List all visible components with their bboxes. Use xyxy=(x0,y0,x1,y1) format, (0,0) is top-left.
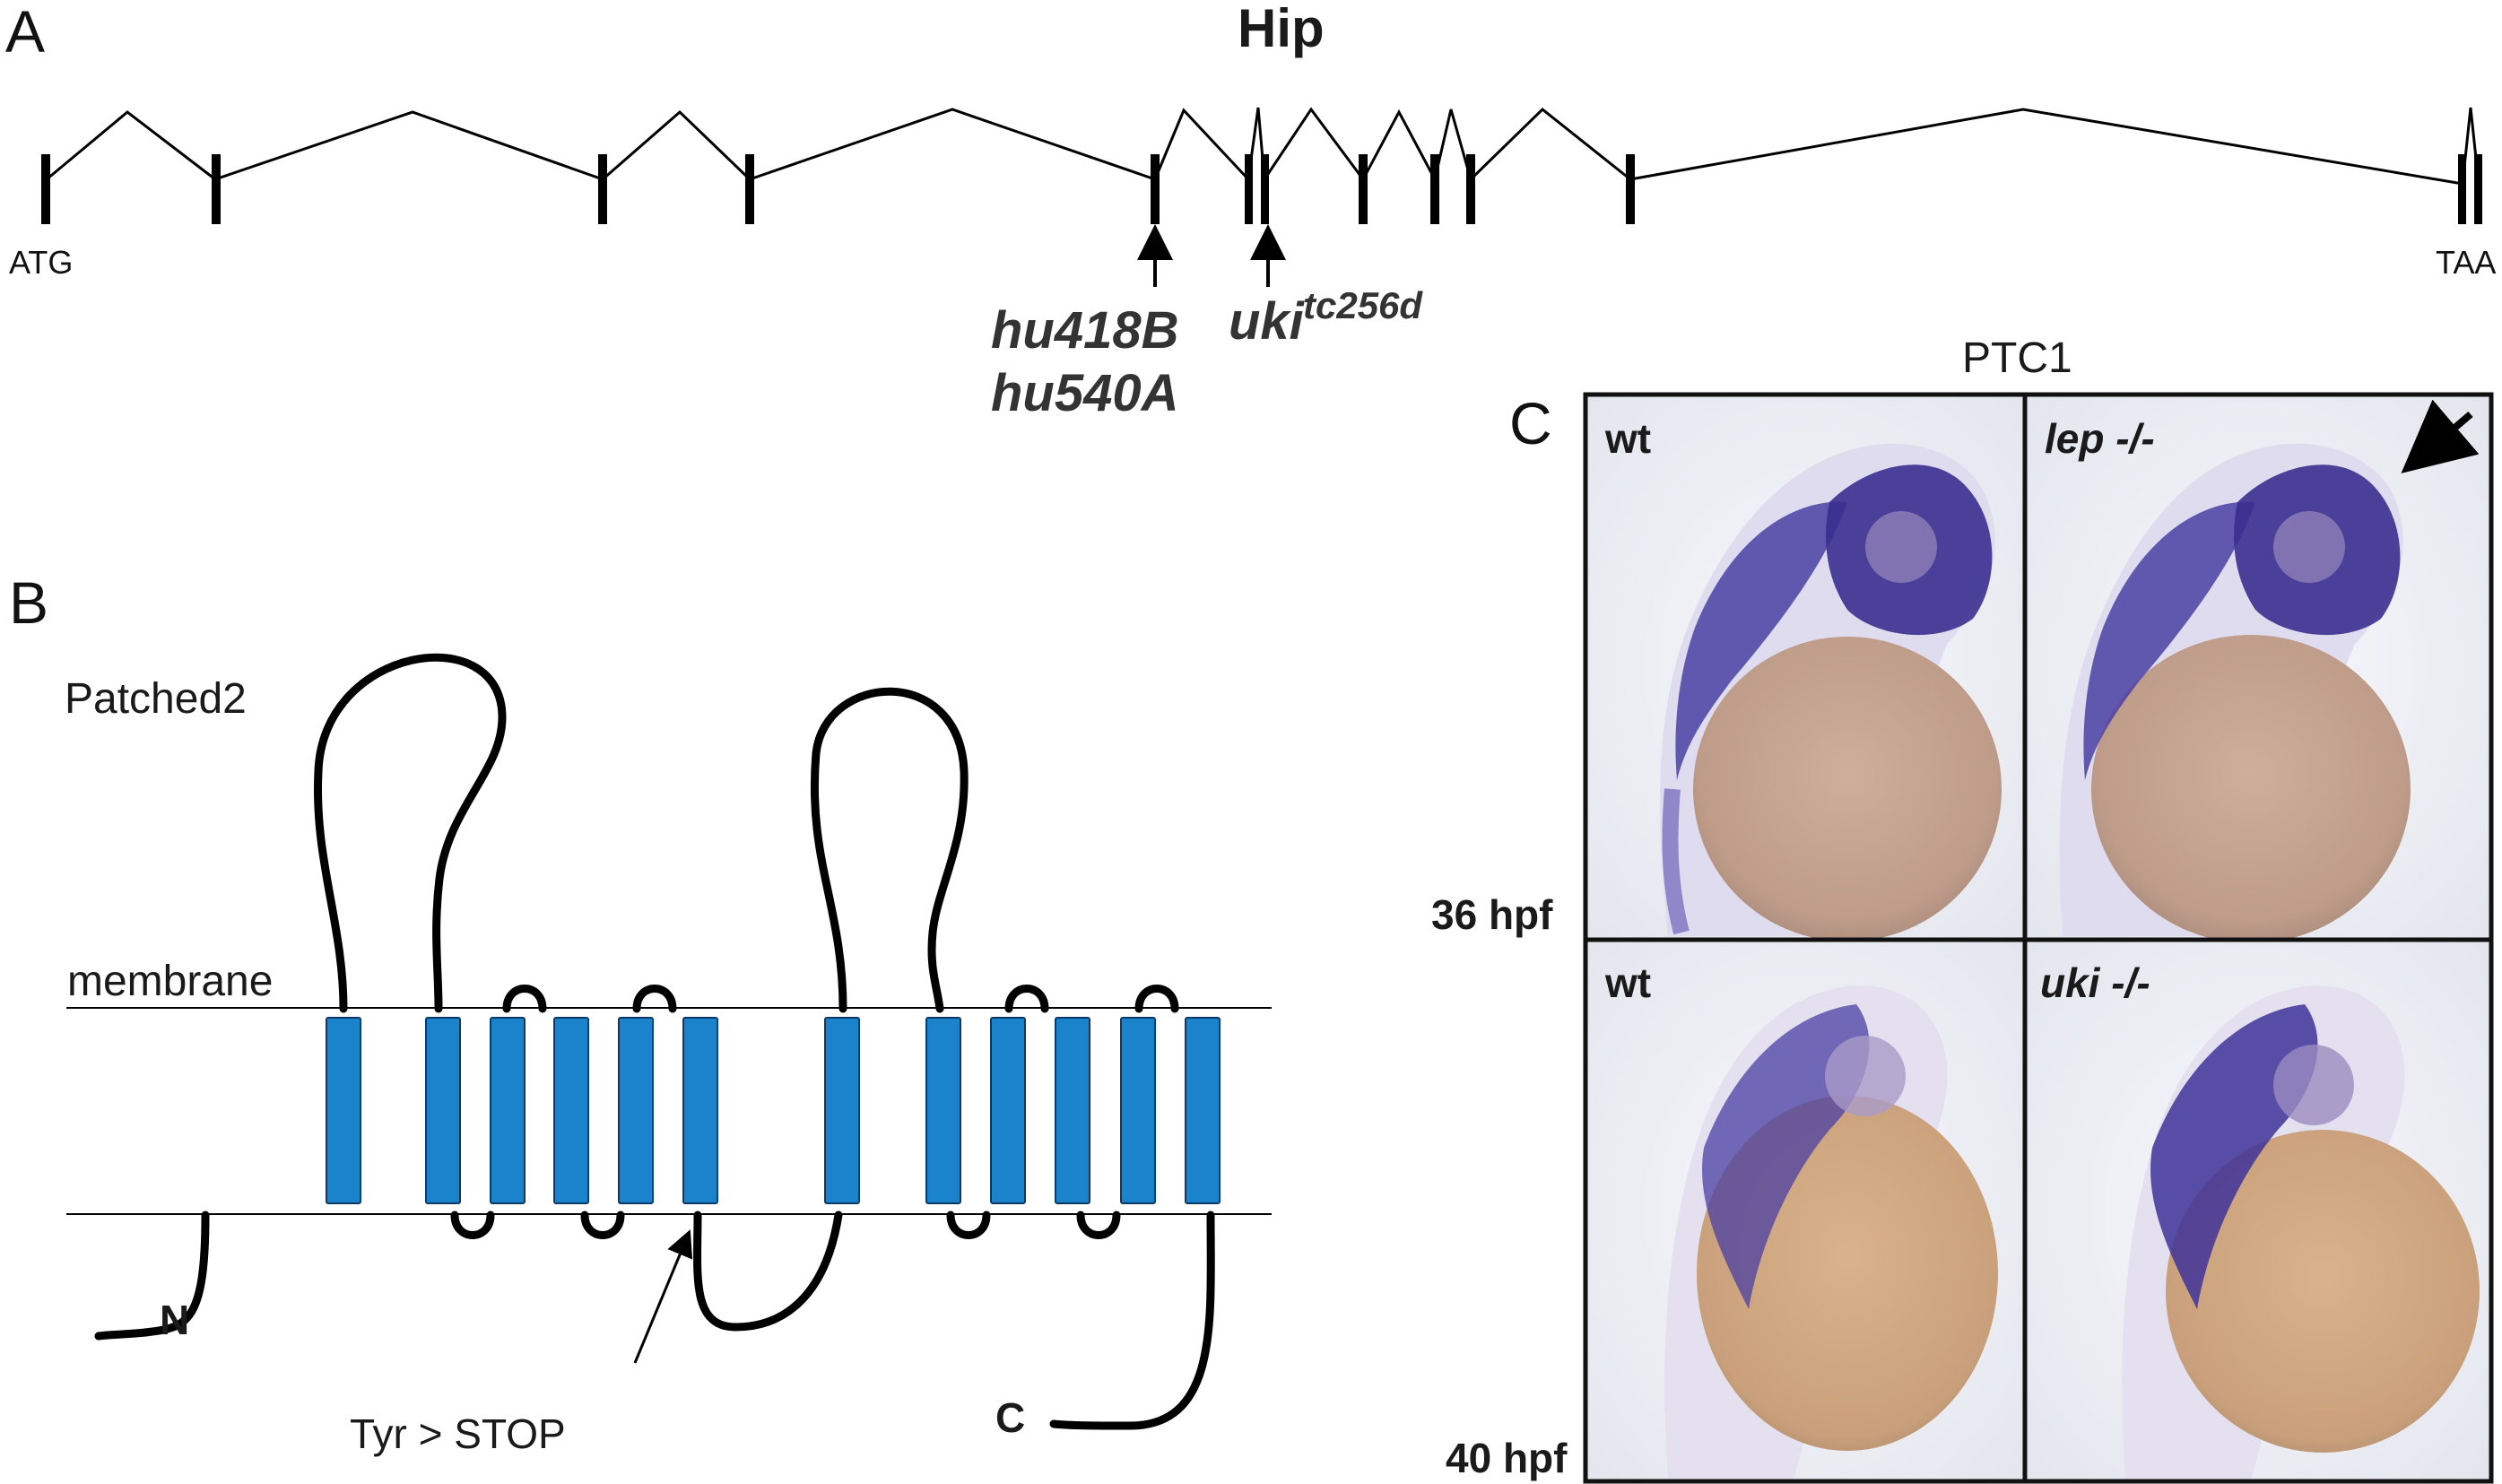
panel-c: C PTC1 36 hpf 40 hpf xyxy=(1431,334,2494,1484)
n-terminus-label: N xyxy=(160,1297,189,1343)
panel-b-letter: B xyxy=(9,569,48,636)
tm-segment xyxy=(990,1017,1026,1204)
icl-loop xyxy=(580,1211,625,1239)
c-terminus-tail xyxy=(1049,1211,1215,1430)
yolk xyxy=(2091,635,2411,943)
exon xyxy=(1245,154,1253,224)
tm-segment xyxy=(1055,1017,1090,1204)
eye xyxy=(2273,511,2345,583)
row-label-36hpf: 36 hpf xyxy=(1431,891,1553,938)
tm-segment xyxy=(618,1017,654,1204)
start-codon-label: ATG xyxy=(9,244,73,281)
tm-segment xyxy=(682,1017,718,1204)
icl-loop xyxy=(946,1211,991,1239)
embryo-image-wt-36hpf xyxy=(1587,396,2023,942)
mutation-arrows xyxy=(1137,224,1286,287)
gene-name: Hip xyxy=(1238,0,1325,58)
exon xyxy=(1261,154,1269,224)
large-extracellular-loop-2 xyxy=(810,687,969,1013)
allele-hu540A: hu540A xyxy=(991,364,1179,422)
panel-c-letter: C xyxy=(1509,390,1552,456)
exon xyxy=(212,154,221,224)
icl-loop xyxy=(450,1211,495,1239)
exons xyxy=(41,154,2482,224)
exon xyxy=(2474,154,2482,224)
exon xyxy=(1359,154,1368,224)
genotype-label-lep: lep -/- xyxy=(2045,415,2155,462)
ecl-loop xyxy=(1134,985,1179,1013)
exon xyxy=(2458,154,2466,224)
tm-segment xyxy=(425,1017,461,1204)
mutation-pointer-arrow xyxy=(633,1229,693,1364)
embryo-image-wt-40hpf xyxy=(1587,942,2023,1480)
ecl-loop xyxy=(1004,985,1049,1013)
panel-b: B Patched2 membrane xyxy=(9,569,1272,1457)
stop-codon-label: TAA xyxy=(2436,244,2496,281)
image-grid-frame xyxy=(1583,392,2494,1484)
embryo-image-uki-40hpf xyxy=(2027,942,2489,1480)
row-label-40hpf: 40 hpf xyxy=(1446,1435,1568,1481)
exon xyxy=(1626,154,1635,224)
tm-segment xyxy=(824,1017,860,1204)
allele-uki-superscript: tc256d xyxy=(1303,284,1423,326)
genotype-label-wt-40: wt xyxy=(1604,959,1651,1006)
tm-segments xyxy=(326,1017,1221,1204)
allele-hu418B: hu418B xyxy=(991,301,1179,360)
mutation-loop xyxy=(693,1211,843,1332)
tm-segment xyxy=(490,1017,526,1204)
ecl-loop xyxy=(502,985,547,1013)
stain-trunk xyxy=(1662,788,1690,935)
exon xyxy=(1151,154,1160,224)
panel-c-title: PTC1 xyxy=(1962,334,2072,382)
stain-hindbrain xyxy=(1675,501,1847,780)
exon xyxy=(1466,154,1475,224)
eye xyxy=(1865,511,1937,583)
n-terminus-tail xyxy=(94,1211,210,1341)
allele-uki: uki xyxy=(1229,292,1306,351)
panel-a-letter: A xyxy=(5,0,45,65)
stain-hindbrain xyxy=(2083,501,2255,780)
indicator-arrow xyxy=(2401,399,2480,473)
tm-segment xyxy=(553,1017,589,1204)
mutation-label: Tyr > STOP xyxy=(350,1410,566,1457)
yolk xyxy=(2166,1130,2480,1453)
exon xyxy=(1430,154,1439,224)
exon xyxy=(598,154,607,224)
icl-loop xyxy=(1076,1211,1121,1239)
tm-segment xyxy=(1120,1017,1156,1204)
large-extracellular-loop-1 xyxy=(313,653,507,1013)
membrane-label: membrane xyxy=(67,958,273,1005)
eye xyxy=(2273,1045,2354,1125)
genotype-label-wt-36: wt xyxy=(1604,415,1651,462)
embryo-image-lep-36hpf xyxy=(2027,396,2489,943)
c-terminus-label: C xyxy=(995,1394,1025,1441)
tm-segment xyxy=(1185,1017,1221,1204)
yolk xyxy=(1693,637,2002,942)
genotype-label-uki: uki -/- xyxy=(2040,959,2150,1006)
exon xyxy=(745,154,754,224)
eye xyxy=(1825,1036,1906,1116)
tm-segment xyxy=(925,1017,961,1204)
ecl-loop xyxy=(632,985,677,1013)
panel-a: A Hip xyxy=(5,0,2496,422)
exon xyxy=(41,154,50,224)
protein-backbone xyxy=(94,653,1215,1430)
protein-name: Patched2 xyxy=(65,675,247,723)
tm-segment xyxy=(326,1017,361,1204)
